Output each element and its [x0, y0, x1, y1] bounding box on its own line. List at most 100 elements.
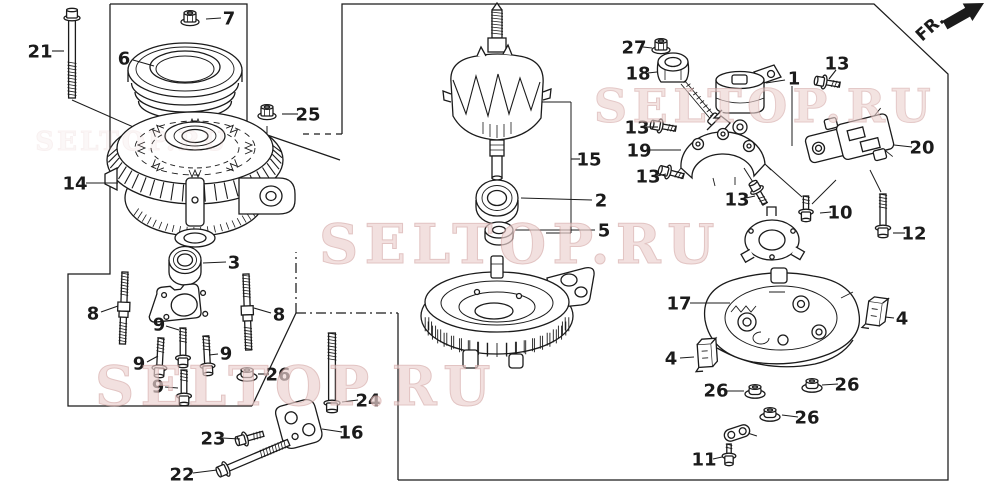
- part-bearing-2: [475, 179, 519, 225]
- callout-11[interactable]: 11: [691, 449, 716, 470]
- callout-19[interactable]: 19: [626, 140, 651, 161]
- callout-leader-13: [656, 173, 667, 177]
- part-terminal-clip: [723, 424, 758, 442]
- callout-22[interactable]: 22: [169, 464, 194, 485]
- callout-26[interactable]: 26: [265, 364, 290, 385]
- callout-12[interactable]: 12: [901, 223, 926, 244]
- callout-leader-7: [205, 17, 222, 20]
- part-grommet-26-b: [744, 383, 766, 399]
- callout-leader-2: [520, 197, 593, 201]
- callout-15[interactable]: 15: [576, 149, 601, 170]
- part-grommet-26-c: [801, 377, 823, 393]
- leader-line: [811, 179, 837, 205]
- callout-7[interactable]: 7: [223, 8, 236, 29]
- group-box: [251, 312, 297, 407]
- callout-leader-22: [192, 469, 218, 474]
- callout-27[interactable]: 27: [621, 37, 646, 58]
- callout-8[interactable]: 8: [87, 303, 100, 324]
- part-pulley-6: [127, 42, 243, 120]
- callout-13[interactable]: 13: [824, 53, 849, 74]
- callout-13[interactable]: 13: [724, 189, 749, 210]
- watermark-layer: SELTOP.RU SELTOP.RU SELTOP.RU SELTOP.RU: [35, 79, 936, 419]
- callout-13[interactable]: 13: [624, 117, 649, 138]
- callout-6[interactable]: 6: [118, 48, 131, 69]
- callout-24[interactable]: 24: [355, 390, 380, 411]
- callout-leader-11: [712, 456, 723, 460]
- callout-9[interactable]: 9: [220, 343, 233, 364]
- callout-leader-9: [146, 355, 159, 363]
- callout-leader-16: [321, 428, 343, 433]
- part-brush-holder-20: [804, 107, 895, 164]
- callout-leader-10: [819, 211, 832, 214]
- callout-leader-9: [208, 353, 219, 356]
- callout-17[interactable]: 17: [666, 293, 691, 314]
- callout-26[interactable]: 26: [703, 380, 728, 401]
- part-nut-25: [257, 104, 277, 121]
- callout-leader-20: [893, 144, 913, 148]
- callout-leader-9: [165, 325, 180, 331]
- callout-4[interactable]: 4: [665, 348, 678, 369]
- callout-leader-27: [642, 46, 653, 49]
- callout-leader-3: [202, 261, 227, 264]
- part-screw-13-c: [657, 164, 685, 180]
- callout-leader-4: [884, 316, 895, 319]
- fr-label: FR.: [912, 10, 949, 46]
- callout-leader-8: [100, 305, 119, 313]
- part-bolt-21: [63, 7, 81, 99]
- part-clip-4-right: [860, 296, 890, 330]
- part-grommet-26-d: [759, 406, 781, 422]
- callout-21[interactable]: 21: [27, 41, 52, 62]
- callout-1[interactable]: 1: [788, 68, 801, 89]
- part-bolt-9-a: [174, 327, 192, 369]
- part-front-housing: [420, 255, 595, 369]
- watermark-text: SELTOP.RU: [35, 127, 228, 157]
- part-bearing-retainer-plate: [148, 283, 209, 323]
- callout-leader-23: [221, 437, 241, 440]
- callout-4[interactable]: 4: [896, 308, 909, 329]
- callout-14[interactable]: 14: [62, 173, 87, 194]
- part-rotor-15: [442, 1, 552, 181]
- callout-16[interactable]: 16: [338, 422, 363, 443]
- group-box: [110, 3, 341, 161]
- part-bearing-3: [168, 245, 202, 286]
- callout-13[interactable]: 13: [635, 166, 660, 187]
- callout-2[interactable]: 2: [595, 190, 608, 211]
- callouts-layer: 21 7 6 25 14 3 8 8 9 9 9 9 26 24 16 23 2…: [27, 8, 934, 485]
- part-bolt-9-b: [151, 337, 168, 379]
- callout-leader-6: [132, 59, 155, 67]
- callout-18[interactable]: 18: [625, 63, 650, 84]
- callout-26[interactable]: 26: [834, 374, 859, 395]
- part-screw-10: [798, 195, 814, 223]
- callout-leader-1: [765, 79, 786, 84]
- part-rear-cover-17: [703, 267, 861, 368]
- part-stay-plate-16: [274, 398, 323, 450]
- callout-9[interactable]: 9: [152, 376, 165, 397]
- callout-23[interactable]: 23: [200, 428, 225, 449]
- part-clip-4-left: [694, 336, 719, 373]
- callout-25[interactable]: 25: [295, 104, 320, 125]
- part-screw-23: [234, 430, 265, 447]
- part-bolt-9-c: [199, 335, 216, 377]
- part-nut-26-a: [236, 366, 258, 382]
- part-screw-13-b: [649, 118, 677, 134]
- callout-leader-24: [341, 399, 359, 403]
- callout-26[interactable]: 26: [794, 407, 819, 428]
- callout-10[interactable]: 10: [827, 202, 852, 223]
- leader-line: [765, 164, 803, 198]
- callout-5[interactable]: 5: [598, 220, 611, 241]
- part-washer-5: [484, 221, 514, 246]
- callout-9[interactable]: 9: [153, 314, 166, 335]
- callout-8[interactable]: 8: [273, 304, 286, 325]
- callout-leader-9: [164, 386, 179, 389]
- callout-20[interactable]: 20: [909, 137, 934, 158]
- callout-leader-4: [679, 356, 695, 359]
- part-stud-8-left: [116, 271, 131, 345]
- callout-9[interactable]: 9: [133, 353, 146, 374]
- watermark-text: SELTOP.RU: [594, 79, 936, 133]
- callout-3[interactable]: 3: [228, 252, 241, 273]
- part-bolt-24: [323, 332, 341, 414]
- part-rectifier-19: [674, 115, 772, 187]
- part-bearing-retainer-ring: [740, 206, 806, 264]
